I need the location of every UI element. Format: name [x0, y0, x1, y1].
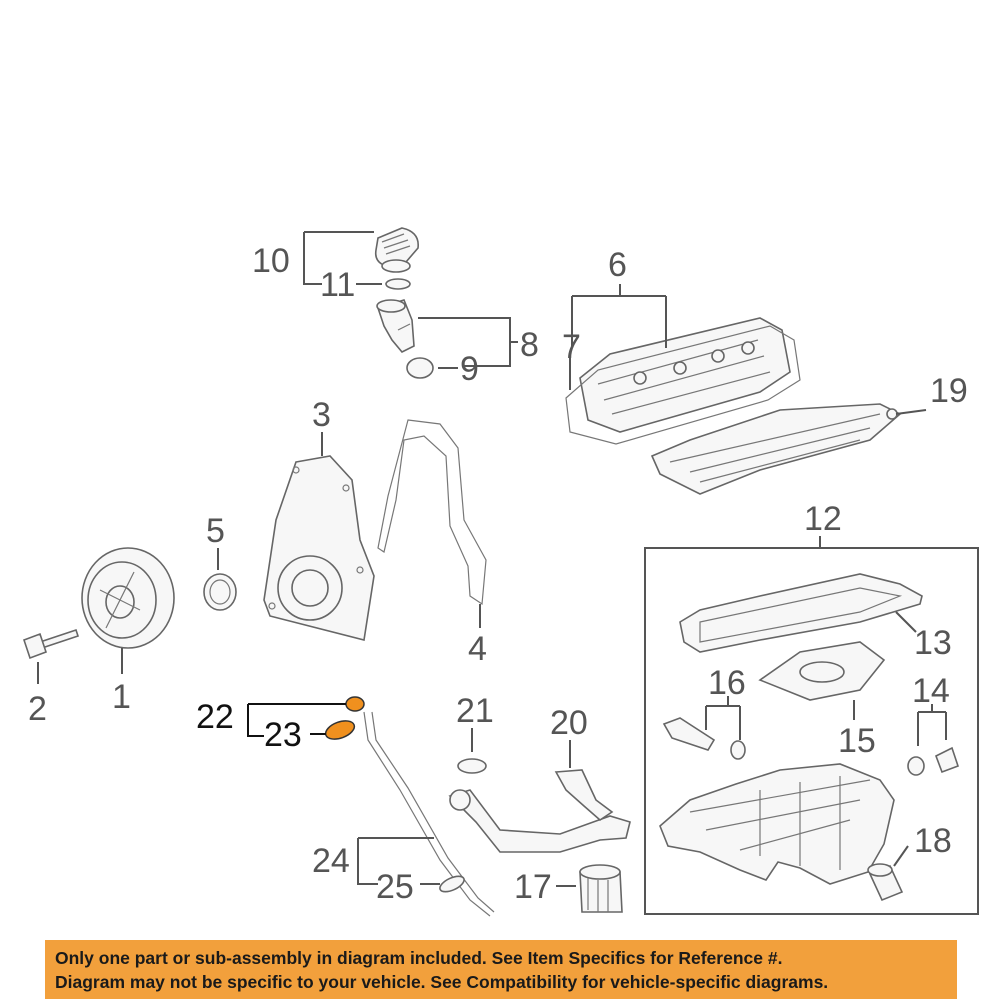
oil-pickup-tube: [448, 769, 631, 853]
callout-19: 19: [930, 372, 968, 410]
oil-pan: [659, 763, 895, 885]
valve-cover-gasket: [565, 325, 801, 445]
oil-fill-tube: [376, 299, 415, 353]
valve-cover: [579, 317, 791, 433]
dipstick-tube: [363, 711, 491, 917]
callout-4: 4: [468, 630, 487, 668]
callout-12: 12: [804, 500, 842, 538]
callout-6: 6: [608, 246, 627, 284]
callout-16: 16: [708, 664, 746, 702]
callout-18: 18: [914, 822, 952, 860]
callout-10: 10: [252, 242, 290, 280]
callout-1: 1: [112, 678, 131, 716]
oil-pressure-sensor: [662, 717, 716, 751]
harmonic-balancer: [81, 547, 175, 649]
callout-17: 17: [514, 868, 552, 906]
oil-drain-plug: [934, 746, 960, 774]
valley-cover: [650, 403, 902, 495]
callout-3: 3: [312, 396, 331, 434]
callout-20: 20: [550, 704, 588, 742]
callout-13: 13: [914, 624, 952, 662]
disclaimer-banner: Only one part or sub-assembly in diagram…: [45, 940, 957, 999]
callout-23: 23: [264, 716, 302, 754]
balancer-bolt: [22, 628, 80, 660]
oil-filter: [579, 864, 623, 913]
pickup-tube-o-ring: [457, 758, 487, 774]
disclaimer-line-2: Diagram may not be specific to your vehi…: [55, 972, 829, 992]
oil-filler-cap: [374, 227, 419, 273]
callout-8: 8: [520, 326, 539, 364]
filler-cap-o-ring: [385, 278, 411, 290]
disclaimer-line-1: Only one part or sub-assembly in diagram…: [55, 948, 783, 968]
timing-cover-gasket: [377, 419, 487, 606]
callout-2: 2: [28, 690, 47, 728]
callout-9: 9: [460, 350, 479, 388]
timing-cover: [263, 455, 375, 641]
callout-14: 14: [912, 672, 950, 710]
oil-pressure-sensor-seal: [730, 740, 746, 760]
front-crank-seal: [203, 573, 237, 611]
dipstick-o-ring: [324, 720, 356, 740]
oil-pan-group-box: [644, 547, 979, 915]
callout-5: 5: [206, 512, 225, 550]
fill-tube-seal: [406, 357, 434, 379]
oil-pan-gasket: [679, 573, 923, 653]
callout-22: 22: [196, 698, 234, 736]
dipstick-tube-o-ring: [439, 875, 465, 893]
callout-24: 24: [312, 842, 350, 880]
callout-25: 25: [376, 868, 414, 906]
callout-7: 7: [562, 328, 581, 366]
dipstick-handle: [345, 696, 365, 712]
callout-15: 15: [838, 722, 876, 760]
callout-21: 21: [456, 692, 494, 730]
callout-11: 11: [320, 266, 355, 304]
oil-level-sensor: [867, 863, 904, 902]
drain-plug-washer: [907, 756, 925, 776]
